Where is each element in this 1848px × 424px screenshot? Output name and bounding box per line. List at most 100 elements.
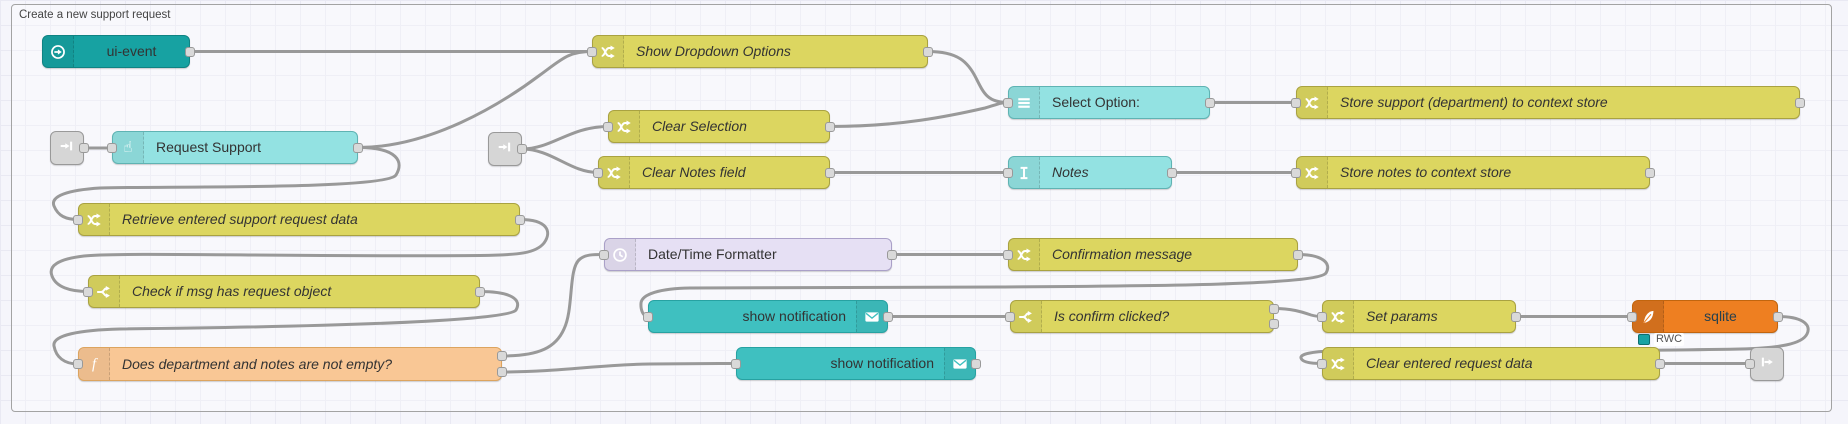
input-port[interactable] — [1003, 167, 1013, 178]
output-port-1[interactable] — [1269, 304, 1279, 314]
input-port[interactable] — [107, 142, 117, 153]
output-port[interactable] — [1293, 249, 1303, 260]
wire[interactable] — [500, 362, 738, 374]
shuffle-icon — [1323, 348, 1354, 379]
input-port[interactable] — [1317, 358, 1327, 369]
node-store-notes[interactable]: Store notes to context store — [1291, 156, 1655, 189]
node-notes[interactable]: Notes — [1003, 156, 1177, 189]
wire[interactable] — [49, 218, 550, 293]
output-port[interactable] — [475, 286, 485, 297]
shuffle-icon — [593, 36, 624, 67]
node-link-in-1[interactable] — [50, 131, 89, 165]
group-label: Create a new support request — [19, 9, 171, 21]
output-port[interactable] — [971, 358, 981, 369]
shuffle-icon — [79, 204, 110, 235]
node-show-dropdown-options[interactable]: Show Dropdown Options — [587, 35, 933, 68]
node-label: Retrieve entered support request data — [122, 211, 358, 227]
wire[interactable] — [52, 146, 401, 221]
node-ui-event[interactable]: ui-event — [42, 35, 195, 68]
output-port[interactable] — [517, 144, 527, 154]
wire[interactable] — [356, 50, 594, 149]
output-port[interactable] — [1511, 311, 1521, 322]
node-label: Notes — [1052, 164, 1089, 180]
input-port[interactable] — [643, 311, 653, 322]
output-port[interactable] — [887, 249, 897, 260]
node-confirmation-message[interactable]: Confirmation message — [1003, 238, 1303, 271]
node-label: Store notes to context store — [1340, 164, 1512, 180]
output-port[interactable] — [883, 311, 893, 322]
input-port[interactable] — [587, 46, 597, 57]
node-retrieve-request-data[interactable]: Retrieve entered support request data — [73, 203, 525, 236]
input-port[interactable] — [599, 249, 609, 260]
node-show-notification-1[interactable]: show notification — [643, 300, 893, 333]
node-label: show notification — [742, 308, 846, 324]
output-port[interactable] — [1773, 311, 1783, 322]
node-is-confirm-clicked[interactable]: Is confirm clicked? — [1005, 300, 1279, 333]
shuffle-icon — [1297, 157, 1328, 188]
node-store-support[interactable]: Store support (department) to context st… — [1291, 86, 1805, 119]
input-port[interactable] — [731, 358, 741, 369]
node-request-support[interactable]: ☝ Request Support — [107, 131, 363, 164]
wire[interactable] — [926, 50, 1010, 104]
input-port[interactable] — [83, 286, 93, 297]
link-in-icon — [497, 139, 513, 160]
node-link-out-1[interactable] — [1745, 347, 1784, 381]
node-link-in-2[interactable] — [488, 132, 527, 166]
output-port[interactable] — [1655, 358, 1665, 369]
output-port[interactable] — [1795, 97, 1805, 108]
node-does-not-empty[interactable]: f Does department and notes are not empt… — [73, 347, 507, 381]
fork-icon — [1011, 301, 1042, 332]
wire[interactable] — [828, 101, 1010, 128]
output-port[interactable] — [1167, 167, 1177, 178]
shuffle-icon — [609, 111, 640, 142]
input-port[interactable] — [1627, 311, 1637, 322]
output-port[interactable] — [1205, 97, 1215, 108]
output-port[interactable] — [923, 46, 933, 57]
output-port[interactable] — [825, 167, 835, 178]
node-sqlite[interactable]: sqlite — [1627, 300, 1783, 333]
input-port[interactable] — [1317, 311, 1327, 322]
output-port-1[interactable] — [497, 351, 507, 361]
input-port[interactable] — [73, 214, 83, 225]
input-port[interactable] — [1003, 249, 1013, 260]
svg-text:f: f — [92, 357, 98, 372]
wire[interactable] — [52, 290, 519, 366]
node-label: Date/Time Formatter — [648, 246, 777, 262]
input-port[interactable] — [73, 359, 83, 369]
wire[interactable] — [520, 125, 610, 151]
input-port[interactable] — [593, 167, 603, 178]
input-port[interactable] — [603, 121, 613, 132]
input-port[interactable] — [1003, 97, 1013, 108]
node-label: sqlite — [1704, 308, 1737, 324]
sqlite-status: RWC — [1638, 333, 1685, 346]
node-set-params[interactable]: Set params — [1317, 300, 1521, 333]
node-show-notification-2[interactable]: show notification — [731, 347, 981, 380]
node-clear-selection[interactable]: Clear Selection — [603, 110, 835, 143]
wire[interactable] — [639, 253, 1330, 318]
output-port[interactable] — [79, 143, 89, 153]
input-port[interactable] — [1291, 167, 1301, 178]
output-port[interactable] — [515, 214, 525, 225]
wire[interactable] — [500, 253, 606, 358]
node-clear-entered-data[interactable]: Clear entered request data — [1317, 347, 1665, 380]
node-label: Show Dropdown Options — [636, 43, 791, 59]
output-port[interactable] — [353, 142, 363, 153]
wire[interactable] — [1272, 307, 1324, 318]
input-port[interactable] — [1745, 359, 1755, 369]
output-port-2[interactable] — [497, 367, 507, 377]
list-icon — [1009, 87, 1040, 118]
output-port[interactable] — [1645, 167, 1655, 178]
output-port-2[interactable] — [1269, 319, 1279, 329]
output-port[interactable] — [825, 121, 835, 132]
wire[interactable] — [520, 147, 600, 174]
input-port[interactable] — [1005, 311, 1015, 322]
node-select-option[interactable]: Select Option: — [1003, 86, 1215, 119]
node-datetime-formatter[interactable]: Date/Time Formatter — [599, 238, 897, 271]
node-clear-notes-field[interactable]: Clear Notes field — [593, 156, 835, 189]
node-label: show notification — [830, 355, 934, 371]
clock-icon — [605, 239, 636, 270]
input-port[interactable] — [1291, 97, 1301, 108]
node-check-msg-request[interactable]: Check if msg has request object — [83, 275, 485, 308]
output-port[interactable] — [185, 46, 195, 57]
